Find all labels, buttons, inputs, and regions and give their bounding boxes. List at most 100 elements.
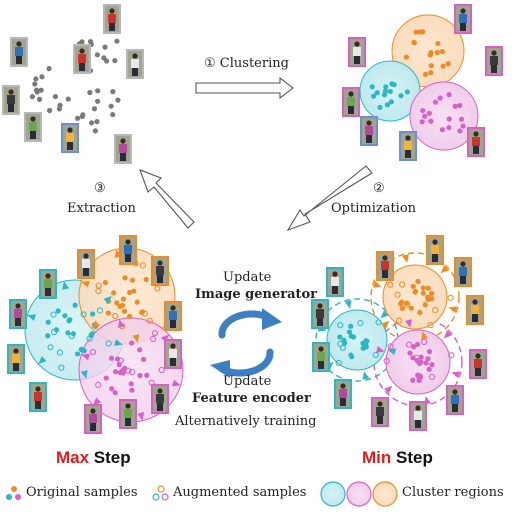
sample-dot bbox=[88, 120, 95, 126]
sample-dot bbox=[398, 301, 404, 307]
sample-dot bbox=[348, 352, 354, 358]
sample-dot bbox=[348, 333, 354, 339]
sample-dot bbox=[102, 44, 108, 50]
sample-dot bbox=[384, 102, 391, 108]
sample-dot bbox=[36, 96, 43, 102]
person-thumbnail bbox=[348, 37, 366, 67]
sample-dot bbox=[38, 87, 44, 93]
sample-dot bbox=[426, 348, 433, 355]
person-thumbnail bbox=[467, 127, 485, 157]
expand-arrow-icon bbox=[160, 334, 170, 343]
sample-dot bbox=[420, 290, 426, 296]
sample-dot bbox=[102, 279, 108, 286]
sample-dot bbox=[348, 323, 354, 329]
augmented-dot bbox=[151, 330, 158, 337]
expand-arrow-icon bbox=[38, 355, 47, 364]
step3-text: Extraction bbox=[67, 201, 136, 216]
sample-dot bbox=[134, 299, 140, 305]
sample-dot bbox=[422, 71, 429, 77]
person-thumbnail bbox=[426, 235, 444, 265]
sample-dot bbox=[120, 296, 127, 302]
augmented-dot bbox=[58, 364, 65, 371]
sample-dot bbox=[112, 369, 119, 375]
person-thumbnail bbox=[466, 295, 484, 325]
sample-dot bbox=[457, 102, 463, 109]
augmented-dot bbox=[335, 359, 342, 366]
person-thumbnail bbox=[119, 235, 137, 265]
sample-dot bbox=[45, 333, 51, 339]
sample-dot bbox=[429, 362, 435, 368]
augmented-dot bbox=[403, 301, 411, 308]
image-generator-label: Image generator bbox=[195, 287, 318, 302]
sample-dot bbox=[121, 308, 128, 314]
sample-dot bbox=[108, 355, 115, 361]
sample-dot bbox=[410, 283, 416, 289]
sample-dot bbox=[144, 372, 150, 378]
augmented-dot bbox=[372, 351, 379, 359]
min-step-prefix: Min bbox=[362, 448, 392, 467]
sample-dot bbox=[137, 347, 143, 353]
contract-arrow-icon bbox=[372, 280, 382, 288]
sample-dot bbox=[52, 93, 59, 100]
contract-arrow-icon bbox=[375, 345, 385, 353]
sample-dot bbox=[143, 276, 149, 283]
sample-dot bbox=[81, 348, 87, 354]
sample-dot bbox=[389, 81, 395, 87]
update-bottom-label: Update bbox=[223, 374, 272, 389]
min-step-title: Min Step bbox=[362, 448, 433, 468]
contract-arrow-icon bbox=[387, 348, 397, 356]
sample-dot bbox=[72, 302, 78, 308]
person-thumbnail bbox=[399, 131, 417, 161]
expand-arrow-icon bbox=[27, 314, 36, 321]
sample-dot bbox=[434, 49, 440, 56]
expand-arrow-icon bbox=[103, 296, 112, 305]
clustered-samples bbox=[359, 14, 479, 151]
person-thumbnail bbox=[371, 397, 389, 427]
sample-dot bbox=[95, 98, 101, 104]
augmented-dot bbox=[337, 322, 344, 329]
sample-dot bbox=[422, 113, 428, 119]
sample-dot bbox=[105, 310, 111, 316]
sample-dot bbox=[403, 54, 410, 60]
augmented-dot bbox=[158, 366, 165, 374]
contract-arrow-icon bbox=[344, 300, 352, 309]
person-thumbnail bbox=[114, 134, 132, 164]
sample-dot bbox=[89, 311, 96, 317]
augmented-dot bbox=[86, 335, 93, 342]
expand-arrow-icon bbox=[81, 353, 90, 361]
augmented-dot bbox=[387, 343, 394, 350]
sample-dot bbox=[67, 317, 73, 323]
sample-dot bbox=[410, 377, 416, 383]
legend-cluster-icon bbox=[320, 481, 398, 507]
sample-dot bbox=[139, 309, 145, 316]
augmented-dot bbox=[394, 291, 401, 298]
augmented-dot bbox=[56, 349, 63, 356]
augmented-dot bbox=[112, 312, 119, 320]
augmented-dot bbox=[399, 281, 406, 288]
sample-dot bbox=[122, 275, 128, 281]
min-step-clusters bbox=[315, 252, 463, 407]
augmented-dot bbox=[96, 307, 104, 314]
augmented-dot bbox=[125, 367, 132, 374]
sample-dot bbox=[423, 360, 429, 366]
expand-arrow-icon bbox=[117, 319, 125, 328]
augmented-dot bbox=[146, 317, 153, 324]
sample-dot bbox=[377, 104, 383, 111]
sample-dot bbox=[426, 366, 432, 372]
sample-dot bbox=[437, 95, 443, 101]
legend-augmented-label: Augmented samples bbox=[173, 485, 307, 500]
max-step-prefix: Max bbox=[56, 448, 90, 467]
max-step-suffix: Step bbox=[89, 448, 131, 467]
person-thumbnail bbox=[446, 385, 464, 415]
sample-dot bbox=[75, 115, 81, 121]
augmented-dot bbox=[117, 357, 124, 364]
sample-dot bbox=[420, 107, 426, 114]
augmented-dot bbox=[50, 328, 58, 336]
contract-arrow-icon bbox=[384, 385, 393, 394]
sample-dot bbox=[435, 40, 441, 47]
expand-arrow-icon bbox=[114, 339, 123, 346]
expand-arrow-icon bbox=[137, 412, 145, 421]
sample-dot bbox=[115, 356, 121, 362]
person-thumbnail bbox=[10, 37, 28, 67]
